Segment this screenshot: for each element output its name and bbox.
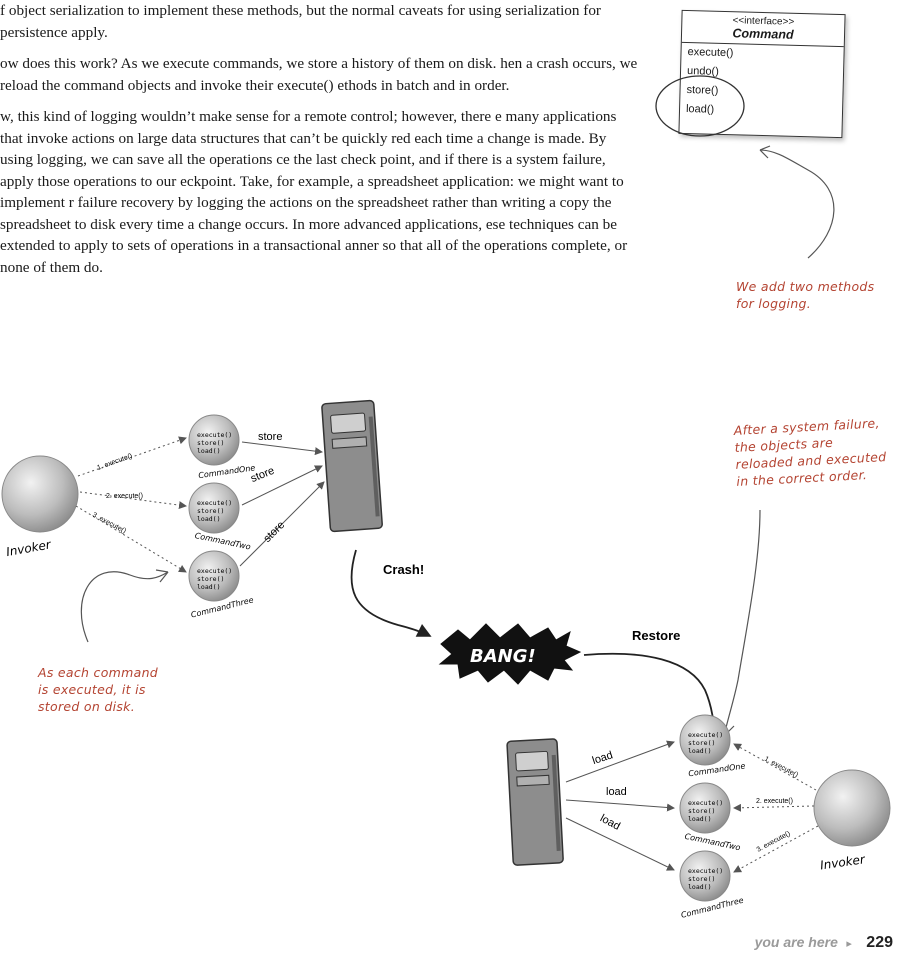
method-label: store() bbox=[197, 575, 224, 583]
method-label: execute() bbox=[197, 567, 232, 575]
load-arrow-2 bbox=[565, 799, 675, 812]
method-label: load() bbox=[197, 447, 220, 455]
store-label-1: store bbox=[258, 431, 282, 443]
note-logging-methods: We add two methods for logging. bbox=[736, 278, 874, 312]
paragraph: f object serialization to implement thes… bbox=[0, 2, 601, 41]
note-line: As each command bbox=[38, 665, 159, 680]
load-label-2: load bbox=[606, 786, 627, 798]
store-arrow-1 bbox=[241, 441, 323, 456]
restored-execute-arrow-3 bbox=[733, 825, 819, 873]
page-footer: you are here ▸ 229 bbox=[755, 934, 893, 952]
method-label: store() bbox=[197, 439, 224, 447]
method-label: store() bbox=[688, 807, 715, 815]
restored-execute-arrow-1 bbox=[733, 743, 817, 791]
invoker-label: Invoker bbox=[5, 537, 53, 559]
restored-invoker-object bbox=[813, 769, 891, 847]
restored-execute-arrow-2 bbox=[733, 803, 815, 812]
restored-call-label-2: 2. execute() bbox=[756, 798, 793, 805]
you-are-here-label: you are here bbox=[754, 934, 838, 950]
restored-command-two-object: execute() store() load() CommandTwo bbox=[679, 782, 742, 853]
command-label: CommandOne bbox=[198, 463, 256, 480]
method-label: load() bbox=[688, 883, 711, 891]
triangle-right-icon: ▸ bbox=[846, 938, 852, 950]
method-label: load() bbox=[197, 583, 220, 591]
execute-arrow-3 bbox=[75, 505, 187, 573]
page-number: 229 bbox=[866, 934, 893, 951]
failure-note-arrow bbox=[723, 509, 761, 737]
paragraph: w, this kind of logging wouldn’t make se… bbox=[0, 108, 628, 276]
logging-note-arrowhead bbox=[759, 145, 771, 159]
invoker-object bbox=[1, 455, 79, 533]
method-label: store() bbox=[688, 739, 715, 747]
call-label-1: 1. execute() bbox=[96, 453, 133, 472]
disk-server-top bbox=[321, 399, 383, 533]
bang-burst bbox=[438, 623, 582, 685]
method-label: load() bbox=[688, 747, 711, 755]
load-label-3: load bbox=[598, 812, 622, 832]
note-stored-on-disk: As each command is executed, it is store… bbox=[38, 664, 158, 715]
store-arrow-3 bbox=[239, 481, 325, 567]
store-arrow-2 bbox=[241, 465, 323, 506]
bang-label: BANG! bbox=[470, 646, 536, 667]
call-label-2: 2. execute() bbox=[106, 493, 143, 500]
crash-label: Crash! bbox=[383, 562, 424, 577]
method-label: execute() bbox=[197, 431, 232, 439]
load-arrow-3 bbox=[565, 817, 675, 871]
restored-command-three-object: execute() store() load() CommandThree bbox=[679, 850, 745, 920]
method-label: load() bbox=[688, 815, 711, 823]
note-line: is executed, it is bbox=[38, 682, 146, 697]
method-label: load() bbox=[197, 515, 220, 523]
store-load-circle bbox=[655, 75, 745, 137]
load-label-1: load bbox=[591, 749, 614, 767]
logging-note-arrow bbox=[759, 149, 835, 259]
stored-note-arrow bbox=[80, 571, 169, 643]
stored-note-arrowhead bbox=[155, 569, 169, 583]
note-line: for logging. bbox=[736, 296, 812, 311]
note-line: We add two methods bbox=[736, 279, 875, 294]
method-label: execute() bbox=[688, 731, 723, 739]
command-label: CommandTwo bbox=[684, 832, 742, 853]
command-one-object: execute() store() load() CommandOne bbox=[188, 414, 256, 480]
restored-command-one-object: execute() store() load() CommandOne bbox=[679, 714, 746, 778]
note-line: stored on disk. bbox=[38, 699, 135, 714]
method-label: execute() bbox=[197, 499, 232, 507]
disk-server-bottom bbox=[506, 738, 564, 866]
command-label: CommandTwo bbox=[194, 531, 252, 552]
crash-arrow bbox=[350, 549, 432, 637]
method-label: store() bbox=[688, 875, 715, 883]
restored-invoker-label: Invoker bbox=[819, 852, 866, 872]
load-arrow-1 bbox=[565, 740, 675, 783]
execute-arrow-1 bbox=[77, 436, 187, 477]
body-text: f object serialization to implement thes… bbox=[0, 0, 640, 288]
call-label-3: 3. execute() bbox=[91, 512, 127, 536]
paragraph: ow does this work? As we execute command… bbox=[0, 55, 638, 94]
restore-label: Restore bbox=[632, 628, 680, 643]
restored-call-label-1: 1. execute() bbox=[763, 756, 799, 780]
method-label: store() bbox=[197, 507, 224, 515]
method-label: execute() bbox=[688, 799, 723, 807]
method-label: execute() bbox=[688, 867, 723, 875]
command-two-object: execute() store() load() CommandTwo bbox=[188, 482, 252, 552]
